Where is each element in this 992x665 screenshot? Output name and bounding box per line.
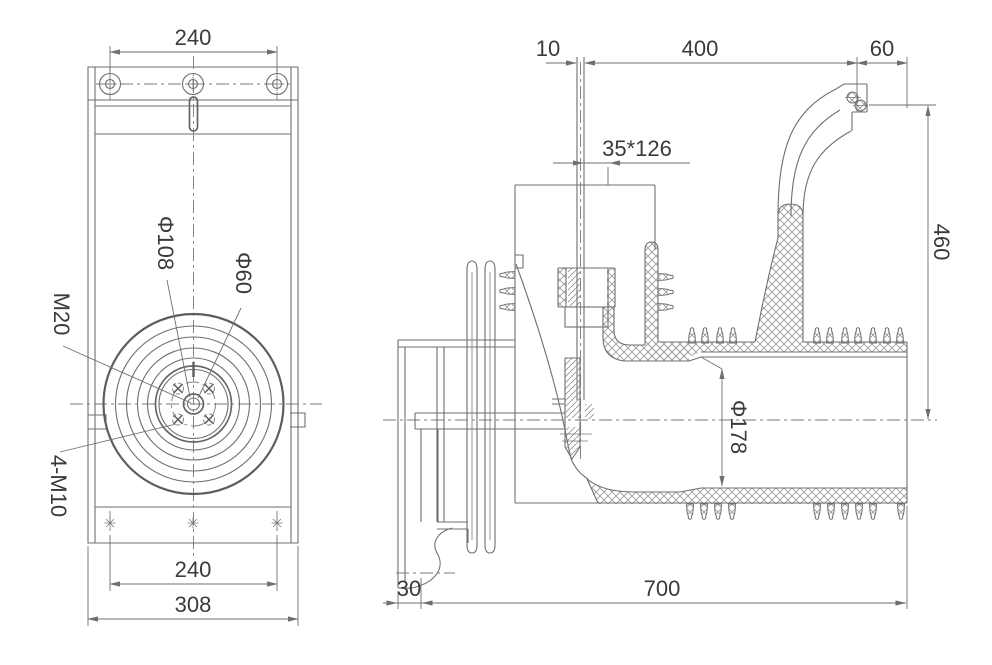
l-conductor-bar — [414, 398, 565, 522]
insulator-front-circles — [102, 312, 285, 496]
dim-text-35x126: 35*126 — [602, 136, 672, 161]
dim-top-240: 240 — [109, 25, 278, 74]
sheds-bottom — [686, 503, 905, 520]
label-m20: M20 — [49, 293, 192, 404]
dim-308: 308 — [87, 546, 299, 626]
terminal-arm — [777, 83, 868, 217]
dim-top-400: 400 — [584, 36, 908, 112]
label-text-m20: M20 — [49, 293, 74, 336]
label-text-phi60: Φ60 — [231, 252, 256, 294]
dim-text-top-240: 240 — [175, 25, 212, 50]
dim-text-10: 10 — [536, 36, 560, 61]
label-phi60: Φ60 — [197, 252, 256, 399]
dim-bottom-30-700: 30 700 — [383, 506, 908, 609]
sheds-inner-column — [657, 273, 674, 311]
left-ear-tab — [88, 414, 107, 430]
lower-block — [564, 306, 609, 328]
label-text-4m10: 4-M10 — [46, 455, 71, 517]
label-4-m10: 4-M10 — [46, 423, 177, 517]
dim-460: 460 — [869, 104, 954, 420]
mounting-plate — [87, 66, 306, 544]
dim-text-30: 30 — [397, 576, 421, 601]
dim-text-460: 460 — [929, 224, 954, 261]
label-phi108: Φ108 — [153, 216, 191, 398]
dim-text-phi178: Φ178 — [726, 400, 751, 454]
dim-text-bottom-240: 240 — [175, 557, 212, 582]
packing-gland — [560, 357, 594, 461]
section-view: 10 400 60 460 35*126 Φ178 — [383, 36, 954, 609]
insulation-outlines — [515, 203, 908, 504]
dim-text-700: 700 — [644, 576, 681, 601]
foot-curve — [411, 527, 453, 589]
bolt-circle — [171, 381, 216, 427]
dim-top-10: 10 — [536, 36, 577, 66]
dim-text-400: 400 — [682, 36, 719, 61]
front-view: 240 Φ108 Φ60 M20 4-M10 240 308 — [46, 25, 322, 626]
epoxy-housing — [514, 184, 656, 504]
flange-assembly — [396, 260, 565, 589]
label-text-phi108: Φ108 — [153, 216, 178, 270]
sheds-left-box — [499, 271, 516, 311]
dim-35x126: 35*126 — [553, 136, 690, 185]
right-ear-tab — [290, 412, 306, 428]
bellows-gasket — [466, 260, 496, 554]
conductor-tube — [576, 57, 585, 462]
centerlines-front — [70, 56, 322, 558]
dim-phi178: Φ178 — [700, 356, 751, 487]
seal-hatch — [568, 268, 580, 307]
dim-text-308: 308 — [175, 592, 212, 617]
insulation-hatching — [558, 204, 907, 504]
dim-top-60: 60 — [856, 36, 908, 66]
inner-terminal-block — [557, 267, 616, 308]
dim-text-60: 60 — [870, 36, 894, 61]
dim-bottom-240: 240 — [109, 536, 278, 591]
